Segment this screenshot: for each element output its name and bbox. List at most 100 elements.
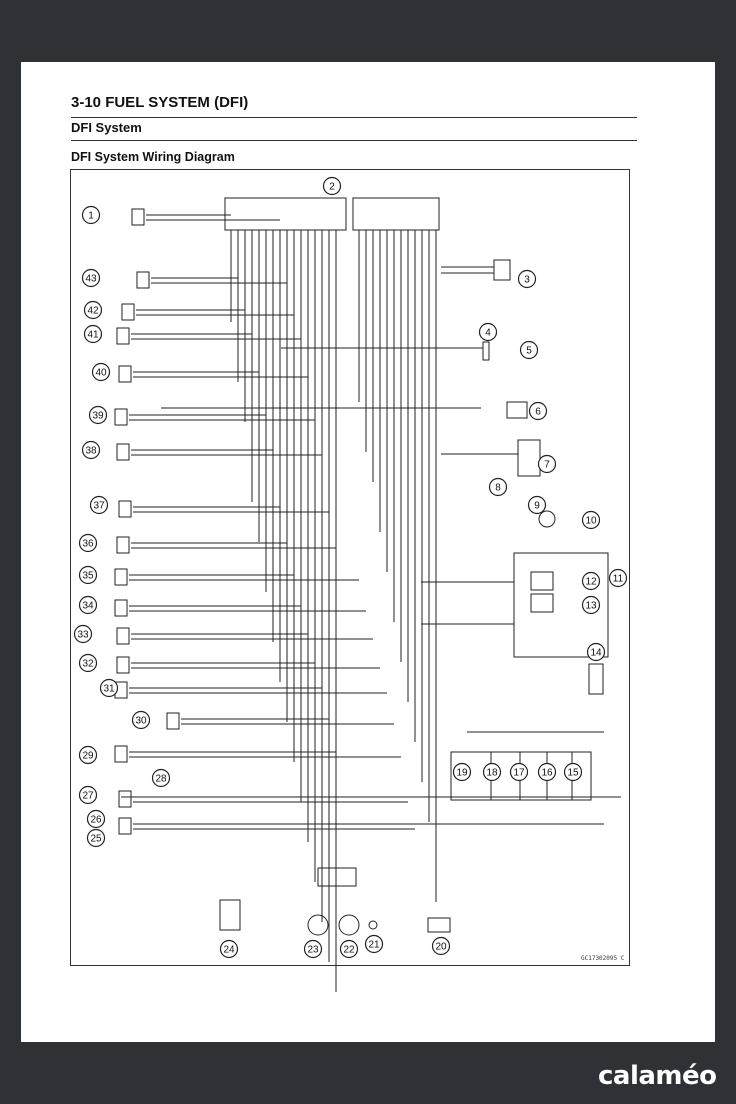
- component-20: [427, 917, 451, 933]
- callout-circle-18: [482, 762, 502, 782]
- callout-label: 27: [82, 791, 94, 802]
- callout-circle-28: [151, 768, 171, 788]
- callout-circle-34: [78, 595, 98, 615]
- sensor-24: [219, 899, 241, 931]
- callout-label: 43: [85, 274, 97, 285]
- callout-circle-33: [73, 624, 93, 644]
- callout-circle-16: [537, 762, 557, 782]
- injector-group: [450, 751, 592, 801]
- callout-label: 40: [95, 368, 107, 379]
- fuse-14: [588, 663, 604, 695]
- subsection-title: DFI System: [71, 120, 142, 135]
- callout-circle-9: [527, 495, 547, 515]
- callout-label: 41: [87, 330, 99, 341]
- sensor-connector: [116, 536, 130, 554]
- connector-3: [493, 259, 511, 281]
- callout-circle-17: [509, 762, 529, 782]
- header-rule: [71, 117, 637, 118]
- callout-label: 32: [82, 659, 94, 670]
- callout-label: 23: [307, 945, 319, 956]
- callout-label: 15: [567, 768, 579, 779]
- sensor-connector: [116, 443, 130, 461]
- sensor-22: [338, 914, 360, 936]
- callout-label: 37: [93, 501, 105, 512]
- sensor-connector: [136, 271, 150, 289]
- sensor-connector: [166, 712, 180, 730]
- callout-circle-4: [478, 322, 498, 342]
- callout-circle-22: [339, 939, 359, 959]
- callout-label: 2: [329, 182, 335, 193]
- callout-circle-11: [608, 568, 628, 588]
- callout-circle-23: [303, 939, 323, 959]
- callout-label: 9: [534, 501, 540, 512]
- callout-circle-2: [322, 176, 342, 196]
- sensor-connector: [118, 500, 132, 518]
- callout-label: 31: [103, 684, 115, 695]
- callout-label: 3: [524, 275, 530, 286]
- connector-bottom: [317, 867, 357, 887]
- subsection-rule: [71, 140, 637, 141]
- callout-label: 13: [585, 601, 597, 612]
- connector-4: [482, 341, 490, 361]
- callout-label: 42: [87, 306, 99, 317]
- callout-circle-35: [78, 565, 98, 585]
- sensor-6: [506, 401, 528, 419]
- relay-13: [530, 593, 554, 613]
- callout-label: 25: [90, 834, 102, 845]
- callout-circle-15: [563, 762, 583, 782]
- callout-label: 18: [486, 768, 498, 779]
- callout-label: 8: [495, 483, 501, 494]
- callout-circle-1: [81, 205, 101, 225]
- sensor-connector: [116, 327, 130, 345]
- callout-label: 29: [82, 751, 94, 762]
- callout-label: 14: [590, 648, 602, 659]
- callout-circle-25: [86, 828, 106, 848]
- callout-circle-20: [431, 936, 451, 956]
- callout-label: 22: [343, 945, 355, 956]
- junction-box-11: [513, 552, 609, 658]
- wiring-diagram: 1234567891011121314151617181920212223242…: [73, 176, 628, 992]
- figure-title: DFI System Wiring Diagram: [71, 150, 235, 164]
- figure-code: GC17302095 C: [581, 955, 625, 962]
- callout-label: 21: [368, 940, 380, 951]
- sensor-21: [368, 920, 378, 930]
- sensor-23: [307, 914, 329, 936]
- callout-label: 12: [585, 577, 597, 588]
- callout-circle-3: [517, 269, 537, 289]
- callout-circle-43: [81, 268, 101, 288]
- callout-circle-40: [91, 362, 111, 382]
- sensor-connector: [118, 817, 132, 835]
- callout-label: 33: [77, 630, 89, 641]
- callout-label: 11: [613, 574, 624, 585]
- relay-12: [530, 571, 554, 591]
- sensor-connector: [114, 568, 128, 586]
- callout-circle-10: [581, 510, 601, 530]
- sensor-connector: [121, 303, 135, 321]
- callout-label: 24: [223, 945, 235, 956]
- callout-label: 4: [485, 328, 491, 339]
- callout-circle-6: [528, 401, 548, 421]
- sensor-connector: [118, 365, 132, 383]
- callout-circle-39: [88, 405, 108, 425]
- diagram-frame: [70, 169, 630, 966]
- callout-circle-30: [131, 710, 151, 730]
- callout-circle-38: [81, 440, 101, 460]
- sensor-10: [538, 510, 556, 528]
- sensor-connector: [116, 627, 130, 645]
- callout-circle-41: [83, 324, 103, 344]
- callout-circle-5: [519, 340, 539, 360]
- callout-label: 36: [82, 539, 94, 550]
- callout-label: 6: [535, 407, 541, 418]
- callout-label: 20: [435, 942, 447, 953]
- calameo-logo: calaméo: [598, 1061, 717, 1091]
- sensor-connector: [116, 656, 130, 674]
- callout-circle-32: [78, 653, 98, 673]
- callout-circle-19: [452, 762, 472, 782]
- sensor-connector: [114, 745, 128, 763]
- callout-label: 35: [82, 571, 94, 582]
- document-page: 3-10 FUEL SYSTEM (DFI) DFI System DFI Sy…: [21, 62, 715, 1042]
- sensor-connector: [114, 599, 128, 617]
- callout-circle-37: [89, 495, 109, 515]
- callout-circle-8: [488, 477, 508, 497]
- callout-circle-26: [86, 809, 106, 829]
